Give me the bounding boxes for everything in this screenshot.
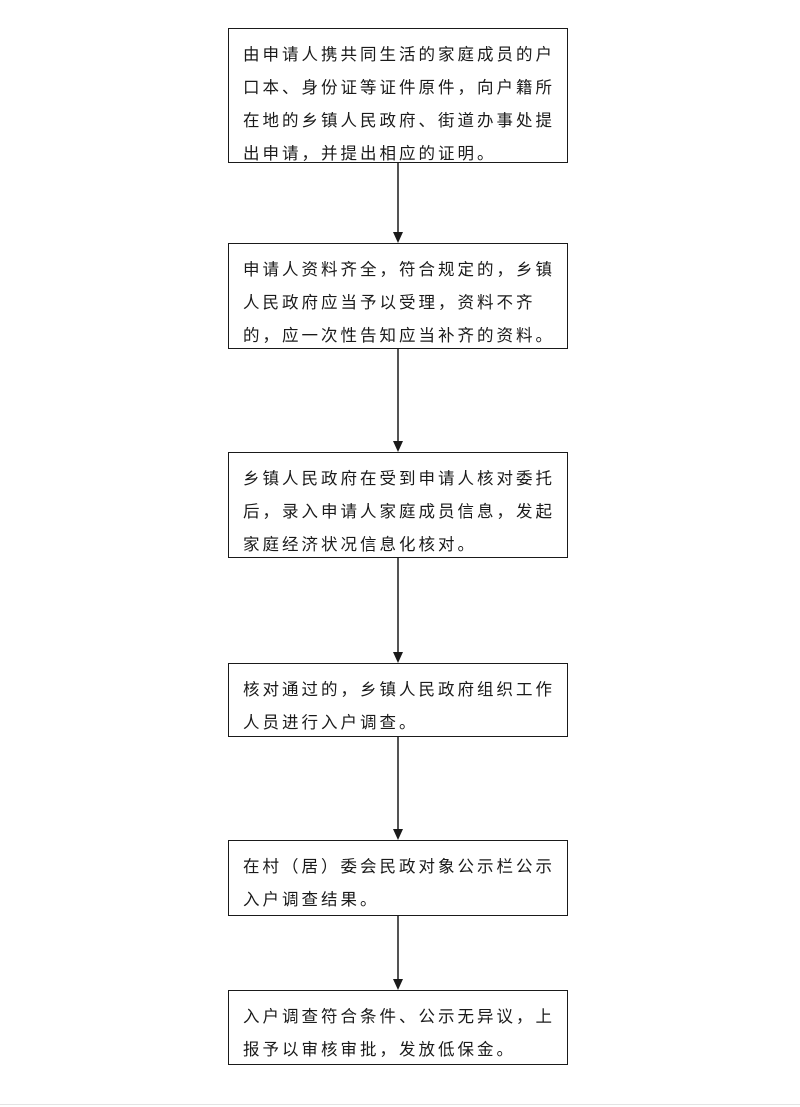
flow-arrow-3-to-4 [393,558,403,663]
step-text-acceptance: 申请人资料齐全，符合规定的，乡镇人民政府应当予以受理，资料不齐的，应一次性告知应… [243,260,555,345]
flow-arrow-1-to-2 [393,163,403,243]
step-text-home-survey: 核对通过的，乡镇人民政府组织工作人员进行入户调查。 [243,680,555,732]
page-bottom-rule [0,1104,800,1105]
step-text-verification: 乡镇人民政府在受到申请人核对委托后，录入申请人家庭成员信息，发起家庭经济状况信息… [243,469,555,554]
step-text-approval: 入户调查符合条件、公示无异议，上报予以审核审批，发放低保金。 [243,1007,555,1059]
flow-arrow-2-to-3 [393,349,403,452]
step-box-public-notice: 在村（居）委会民政对象公示栏公示入户调查结果。 [228,840,568,916]
step-text-application: 由申请人携共同生活的家庭成员的户口本、身份证等证件原件，向户籍所在地的乡镇人民政… [243,45,555,163]
step-box-home-survey: 核对通过的，乡镇人民政府组织工作人员进行入户调查。 [228,663,568,737]
step-box-approval: 入户调查符合条件、公示无异议，上报予以审核审批，发放低保金。 [228,990,568,1065]
step-box-acceptance: 申请人资料齐全，符合规定的，乡镇人民政府应当予以受理，资料不齐的，应一次性告知应… [228,243,568,349]
flow-arrow-5-to-6 [393,916,403,990]
flow-arrow-4-to-5 [393,737,403,840]
step-text-public-notice: 在村（居）委会民政对象公示栏公示入户调查结果。 [243,857,555,909]
step-box-verification: 乡镇人民政府在受到申请人核对委托后，录入申请人家庭成员信息，发起家庭经济状况信息… [228,452,568,558]
step-box-application: 由申请人携共同生活的家庭成员的户口本、身份证等证件原件，向户籍所在地的乡镇人民政… [228,28,568,163]
